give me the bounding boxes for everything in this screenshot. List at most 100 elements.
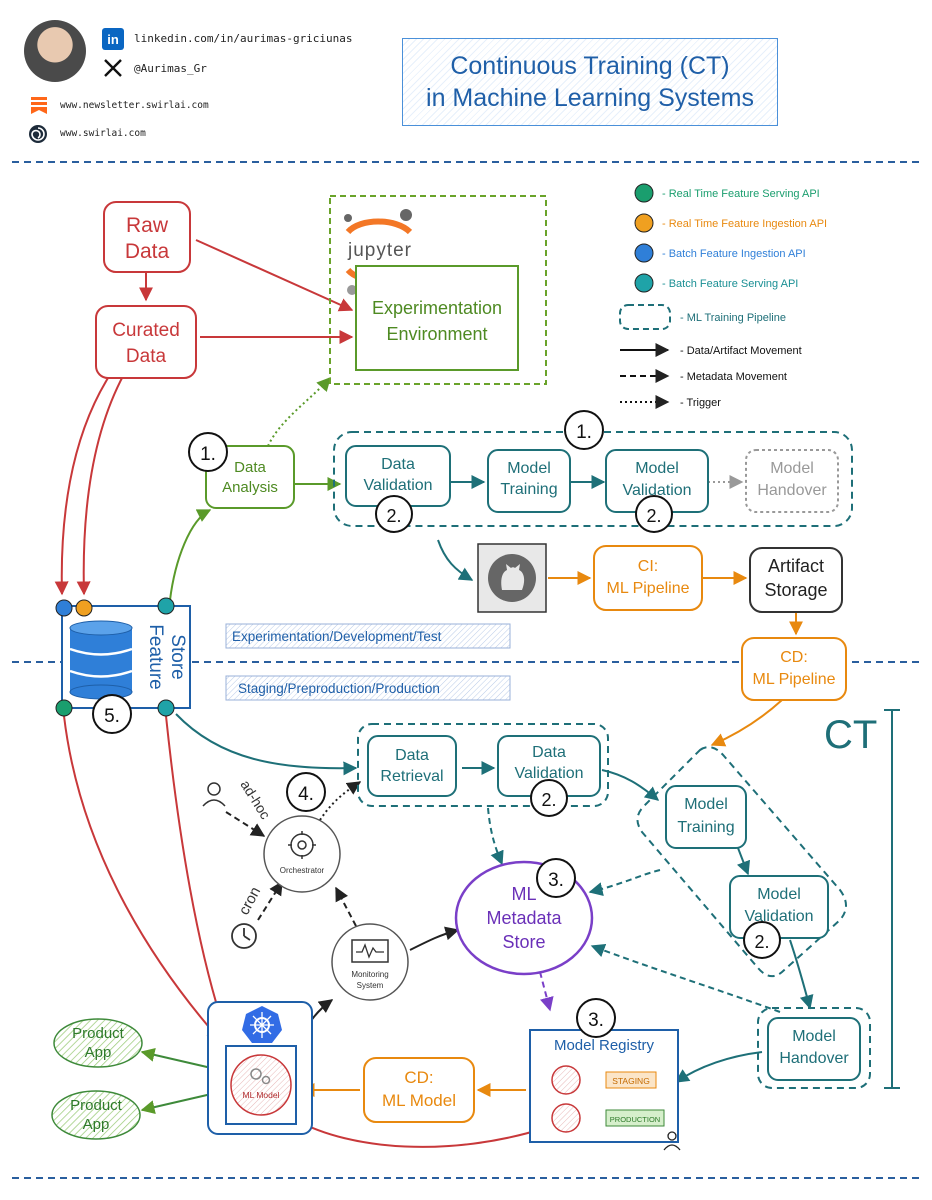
github-icon <box>488 554 536 602</box>
product-app-2-node[interactable] <box>51 1090 141 1140</box>
curated-data-node[interactable] <box>95 305 197 379</box>
model-handover-bottom-node[interactable] <box>767 1017 861 1081</box>
model-registry-label: Model Registry <box>554 1037 655 1054</box>
experimentation-env-node[interactable] <box>355 265 519 371</box>
substack-icon[interactable] <box>30 96 48 114</box>
website-link[interactable]: www.swirlai.com <box>60 128 146 139</box>
badge-dv-top <box>375 495 413 533</box>
badge-feature-store <box>92 694 132 734</box>
section-label-prod-box <box>225 675 511 701</box>
title-line-2: in Machine Learning Systems <box>426 84 754 112</box>
swirlai-logo-icon[interactable] <box>28 124 48 144</box>
legend-label-metadata-movement: - Metadata Movement <box>680 371 787 383</box>
cd-pipeline-node[interactable] <box>741 637 847 701</box>
experimentation-env-label-1: Experimentation <box>372 298 502 318</box>
training-pipeline-prod-2 <box>636 746 847 978</box>
user-approver-icon <box>663 1131 681 1151</box>
linkedin-icon[interactable]: in <box>102 28 124 50</box>
arrow-adhoc-to-orchestrator <box>225 811 266 837</box>
arrow-curated-to-store-1 <box>54 377 109 596</box>
mv-top-label-1: Model <box>635 460 679 477</box>
badge-dv-bottom <box>530 779 568 817</box>
cd-label-2: ML Pipeline <box>752 671 835 688</box>
legend-label-pipeline: - ML Training Pipeline <box>680 312 786 324</box>
arrow-orchestrator-trigger <box>319 781 362 821</box>
mt-top-label-2: Training <box>500 481 557 498</box>
experimentation-env-container <box>329 195 547 385</box>
legend-label-data-movement: - Data/Artifact Movement <box>680 345 802 357</box>
api-dot-rt-ingestion[interactable] <box>75 599 93 617</box>
badge-metadata-text: 3. <box>548 870 564 891</box>
newsletter-link[interactable]: www.newsletter.swirlai.com <box>60 100 209 111</box>
retrieval-label-2: Retrieval <box>380 768 443 785</box>
arrow-validation-to-handover <box>789 939 814 1010</box>
badge-mv-bottom <box>743 921 781 959</box>
orchestrator-icon <box>288 831 316 859</box>
linkedin-link[interactable]: linkedin.com/in/aurimas-griciunas <box>134 32 353 45</box>
mv-bottom-label-2: Validation <box>744 908 813 925</box>
dv-bottom-label-1: Data <box>532 744 566 761</box>
arrow-registry-to-model <box>294 1119 546 1148</box>
production-tag[interactable] <box>605 1109 665 1127</box>
badge-dv-bottom-text: 2. <box>541 790 556 810</box>
badge-orchestrator <box>286 772 326 812</box>
monitoring-label-2: System <box>357 981 384 990</box>
mv-bottom-label-1: Model <box>757 886 801 903</box>
model-training-top-node[interactable] <box>487 449 571 513</box>
model-handover-top-node[interactable] <box>745 449 839 513</box>
section-label-dev: Experimentation/Development/Test <box>232 629 442 644</box>
dv-bottom-label-2: Validation <box>514 765 583 782</box>
cd-ml-model-node[interactable] <box>363 1057 475 1123</box>
raw-data-label-1: Raw <box>126 214 169 237</box>
arrow-monitoring-to-metadata <box>409 926 460 951</box>
section-label-prod: Staging/Preproduction/Production <box>238 681 440 696</box>
badge-analysis <box>188 432 228 472</box>
legend-dot-batch-ingestion <box>634 243 654 263</box>
artifact-label-1: Artifact <box>768 556 824 576</box>
badge-analysis-text: 1. <box>200 444 216 465</box>
badge-dv-top-text: 2. <box>386 506 401 526</box>
experimentation-env-label-2: Environment <box>386 324 487 344</box>
jupyter-wordmark: jupyter <box>347 240 412 261</box>
api-dot-batch-ingestion[interactable] <box>55 599 73 617</box>
arrow-cron-to-orchestrator <box>257 880 283 921</box>
artifact-storage-node[interactable] <box>749 547 843 613</box>
legend-pipeline-box <box>619 304 671 330</box>
product-app-1-node[interactable] <box>53 1018 143 1068</box>
ci-pipeline-node[interactable] <box>593 545 703 611</box>
training-pipeline-prod-1 <box>357 723 609 807</box>
raw-data-node[interactable] <box>103 201 191 273</box>
dv-top-label-1: Data <box>381 456 415 473</box>
model-training-bottom-node[interactable] <box>665 785 747 849</box>
badge-orchestrator-text: 4. <box>298 784 314 805</box>
x-handle[interactable]: @Aurimas_Gr <box>134 62 207 75</box>
production-tag-label: PRODUCTION <box>610 1115 660 1124</box>
arrow-metadata-to-registry <box>539 971 554 1012</box>
orchestrator-node[interactable] <box>263 815 341 893</box>
curated-data-label-2: Data <box>126 346 167 367</box>
legend-dot-rt-serving <box>634 183 654 203</box>
data-retrieval-node[interactable] <box>367 735 457 797</box>
ad-hoc-user-icon <box>202 782 226 807</box>
mt-top-label-1: Model <box>507 460 551 477</box>
monitoring-screen-icon <box>351 939 389 963</box>
dv-top-label-2: Validation <box>363 477 432 494</box>
arrow-training-to-metadata <box>588 869 661 896</box>
data-analysis-label-1: Data <box>234 459 266 476</box>
staging-tag[interactable] <box>605 1071 657 1089</box>
ci-label-1: CI: <box>638 558 658 575</box>
badges: 1. 1. 2. 2. 5. 4. 2. 3. 2. 3. <box>92 410 781 1038</box>
api-dot-batch-serving-bottom[interactable] <box>157 699 175 717</box>
database-icon <box>69 620 133 700</box>
staging-tag-label: STAGING <box>612 1076 650 1086</box>
x-logo-icon[interactable] <box>103 58 123 78</box>
retrieval-label-1: Data <box>395 747 429 764</box>
badge-feature-store-text: 5. <box>104 706 120 727</box>
model-handover-container <box>757 1007 871 1089</box>
data-analysis-node[interactable] <box>205 445 295 509</box>
api-dot-rt-serving[interactable] <box>55 699 73 717</box>
legend-dot-batch-serving <box>634 273 654 293</box>
ml-model-node[interactable] <box>230 1054 292 1116</box>
api-dot-batch-serving-top[interactable] <box>157 597 175 615</box>
